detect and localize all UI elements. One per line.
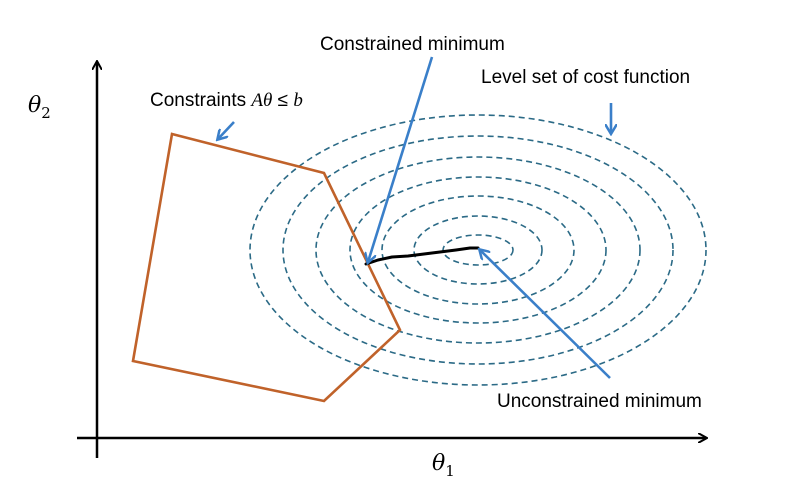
constraints-b: b [293,90,303,111]
constraints-label: Constraints Aθ ≤ b [150,90,303,111]
contour-ellipse [413,215,543,285]
contour-ellipse [315,156,641,344]
constrained-minimum-label: Constrained minimum [320,34,505,55]
y-axis-label: θ2 [28,93,51,122]
x-axis-label: θ1 [432,451,455,480]
constraint-polygon [131,132,402,403]
x-axis-symbol: θ [432,451,445,476]
y-axis-symbol: θ [28,93,41,118]
contour-ellipse [282,135,674,365]
constraints-math: Aθ [249,90,272,111]
level-set-label: Level set of cost function [481,67,690,88]
contour-ellipse [349,176,607,324]
optimization-path [364,246,480,266]
unconstrained-minimum-pointer [480,250,611,379]
constraints-pointer [218,121,235,139]
constrained-minimum-pointer [368,56,434,262]
contour-ellipse [381,195,575,305]
unconstrained-minimum-label: Unconstrained minimum [497,391,702,412]
constraints-relation: ≤ [272,90,293,111]
contour-ellipse [442,234,514,266]
level-set-contours [249,114,707,386]
y-axis-subscript: 2 [41,104,51,122]
contour-ellipse [249,114,707,386]
constraints-prefix: Constraints [150,90,251,111]
x-axis-subscript: 1 [445,462,455,480]
